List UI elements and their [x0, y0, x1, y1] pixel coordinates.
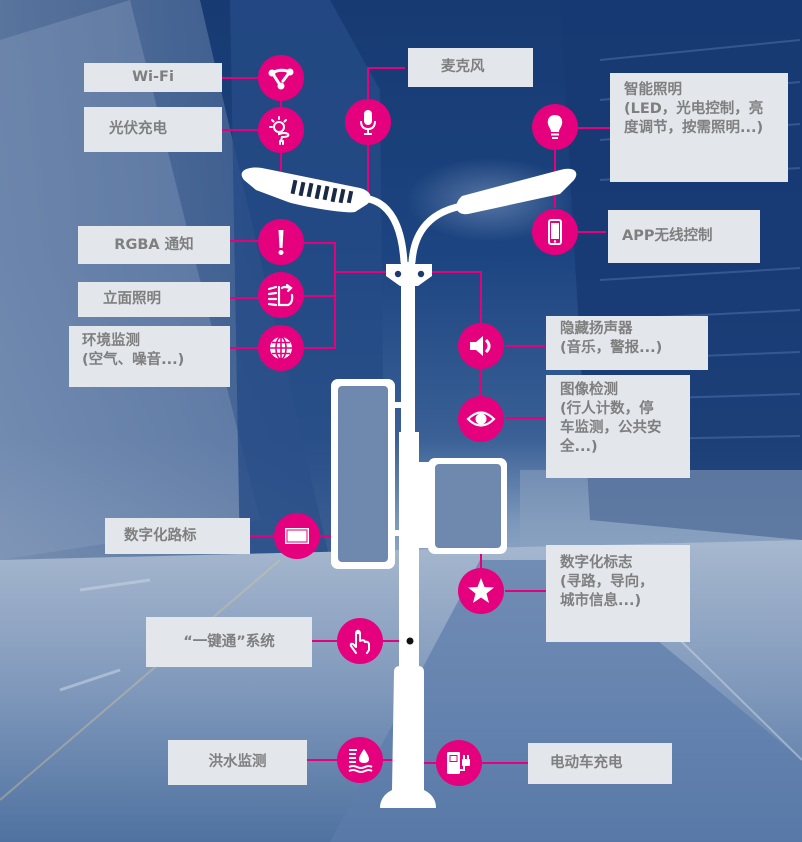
label-microphone: 麦克风 [408, 48, 533, 87]
label-hidden-speaker: 隐藏扬声器 (音乐，警报...) [546, 316, 708, 370]
screen-icon [274, 513, 320, 559]
right-panel-screen [435, 464, 501, 548]
right-lamp-head [456, 168, 577, 215]
eye-icon [458, 396, 504, 442]
smartphone-icon [532, 209, 578, 255]
facade-light-icon [258, 272, 304, 318]
left-lamp-head [241, 167, 371, 213]
pole-middle-shaft [399, 432, 419, 666]
label-rgba-notification: RGBA 通知 [78, 226, 230, 264]
label-app-control: APP无线控制 [608, 210, 760, 263]
star-icon [458, 568, 504, 614]
label-digital-road-sign: 数字化路标 [105, 518, 250, 554]
pole-upper-shaft [401, 262, 415, 434]
pole-base [380, 666, 436, 808]
label-digital-signage: 数字化标志 (寻路，导向， 城市信息...) [546, 545, 690, 642]
label-image-detection: 图像检测 (行人计数，停 车监测，公共安 全...) [546, 375, 690, 478]
light-bulb-icon [532, 104, 578, 150]
label-environment-monitoring: 环境监测 (空气、噪音...) [69, 326, 230, 387]
label-ev-charging: 电动车充电 [528, 743, 672, 784]
label-smart-lighting: 智能照明 (LED，光电控制，亮 度调节，按需照明...) [610, 73, 788, 182]
label-wifi: Wi-Fi [84, 63, 222, 92]
exclamation-icon [258, 219, 304, 265]
speaker-icon [458, 323, 504, 369]
label-solar-charging: 光伏充电 [84, 107, 222, 152]
wire-right-bracket [432, 271, 482, 325]
ev-charger-icon [436, 740, 482, 786]
touch-hand-icon [337, 618, 383, 664]
wire-mic-label [367, 67, 405, 99]
left-panel-screen [338, 386, 388, 562]
pole-emergency-button [406, 637, 414, 645]
label-one-touch-system: “一键通”系统 [146, 617, 312, 667]
left-lamp-arm [358, 194, 408, 266]
right-lamp-arm [408, 201, 472, 266]
wifi-network-icon [258, 55, 304, 101]
label-facade-lighting: 立面照明 [78, 282, 230, 317]
flood-water-icon [337, 737, 383, 783]
globe-icon [258, 325, 304, 371]
label-flood-monitoring: 洪水监测 [168, 740, 307, 785]
solar-charging-icon [258, 107, 304, 153]
microphone-icon [345, 99, 391, 145]
